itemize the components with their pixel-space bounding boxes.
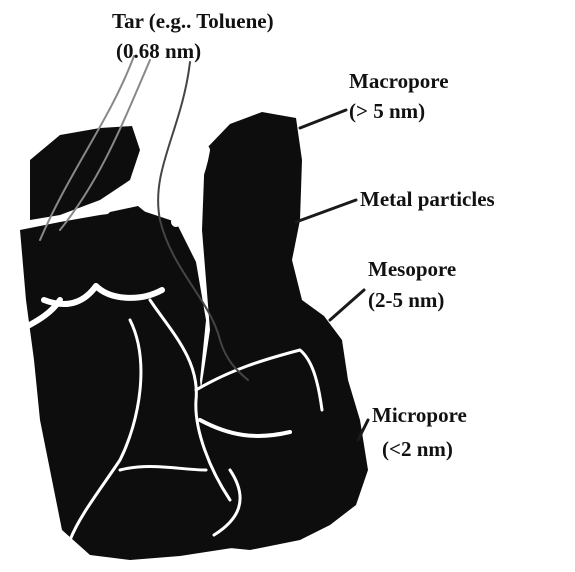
micropore-label: Micropore (372, 402, 467, 428)
metal-particles-label: Metal particles (360, 186, 495, 212)
mesopore-label: Mesopore (368, 256, 456, 282)
mesopore-pointer (330, 290, 364, 320)
tar-size-label: (0.68 nm) (116, 38, 201, 64)
macropore-gap (176, 150, 205, 222)
mesopore-size-label: (2-5 nm) (368, 287, 444, 313)
metal-particles-pointer (296, 200, 356, 222)
macropore-size-label: (> 5 nm) (349, 98, 425, 124)
carbon-lump-left (30, 126, 140, 220)
macropore-pointer (300, 110, 346, 128)
micropore-size-label: (<2 nm) (382, 436, 453, 462)
tar-label: Tar (e.g.. Toluene) (112, 8, 274, 34)
macropore-label: Macropore (349, 68, 449, 94)
